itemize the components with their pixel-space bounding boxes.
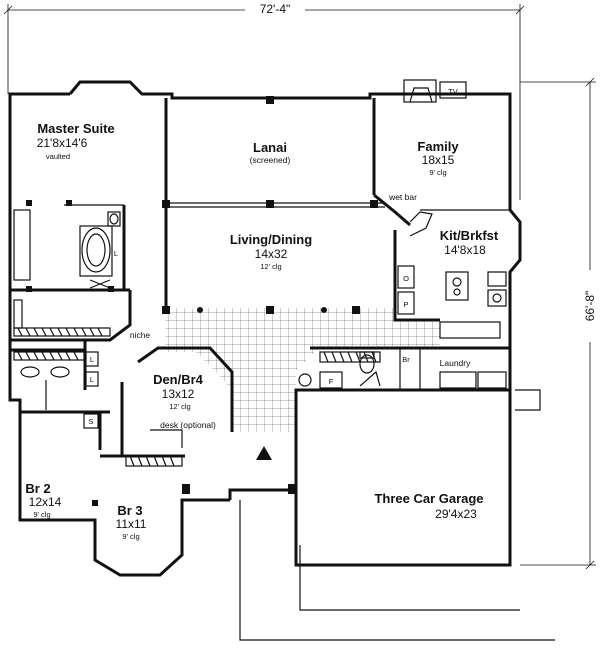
- linen-closet-label-2: L: [90, 355, 94, 364]
- br3-name: Br 3: [117, 503, 142, 518]
- laundry-fixtures: [298, 351, 507, 389]
- garage-size: 29'4x23: [435, 507, 477, 521]
- hall-bath-fixtures: [20, 351, 99, 429]
- room-labels: Master Suite 21'8x14'6 vaulted Lanai (sc…: [25, 121, 499, 541]
- family-size: 18x15: [422, 153, 455, 167]
- den-note: 12' clg: [169, 402, 190, 411]
- tv-label: TV: [448, 87, 458, 96]
- lanai-note: (screened): [250, 155, 291, 165]
- family-note: 9' clg: [429, 168, 446, 177]
- living-dining-size: 14x32: [255, 247, 288, 261]
- kitchen-fixtures: [397, 211, 507, 339]
- br2-name: Br 2: [25, 481, 50, 496]
- br3-size: 11x11: [116, 517, 147, 531]
- lanai-name: Lanai: [253, 140, 287, 155]
- br2-note: 9' clg: [33, 510, 50, 519]
- kitchen-size: 14'8x18: [444, 243, 486, 257]
- den-size: 13x12: [162, 387, 195, 401]
- br2-size: 12x14: [29, 495, 62, 509]
- overall-width-label: 72'-4": [260, 2, 291, 16]
- linen-closet-label: L: [114, 249, 118, 258]
- furnace-label: F: [329, 377, 334, 386]
- master-suite-name: Master Suite: [37, 121, 114, 136]
- kitchen-name: Kit/Brkfst: [440, 228, 499, 243]
- desk-label: desk (optional): [160, 420, 216, 430]
- master-suite-size: 21'8x14'6: [37, 136, 88, 150]
- br3-note: 9' clg: [122, 532, 139, 541]
- overall-depth-label: 66'-8": [583, 291, 597, 322]
- pantry-label: P: [403, 300, 408, 309]
- oven-label: O: [403, 274, 409, 283]
- niche-label: niche: [130, 330, 151, 340]
- laundry-label: Laundry: [440, 358, 471, 368]
- wet-bar-label: wet bar: [388, 192, 417, 202]
- master-bath-fixtures: [13, 209, 121, 289]
- living-dining-note: 12' clg: [260, 262, 281, 271]
- garage-name: Three Car Garage: [374, 491, 483, 506]
- site-lines: [239, 389, 555, 641]
- linen-closet-label-3: L: [90, 375, 94, 384]
- structural-posts: [26, 96, 378, 506]
- closet-hatching: [13, 299, 381, 467]
- fireplace: [403, 79, 467, 103]
- entry-arrow-icon: [256, 446, 272, 460]
- living-dining-name: Living/Dining: [230, 232, 312, 247]
- family-name: Family: [417, 139, 459, 154]
- den-name: Den/Br4: [153, 372, 204, 387]
- broom-closet-label: Br: [402, 355, 410, 364]
- shelf-label: S: [88, 417, 93, 426]
- master-suite-note: vaulted: [46, 152, 70, 161]
